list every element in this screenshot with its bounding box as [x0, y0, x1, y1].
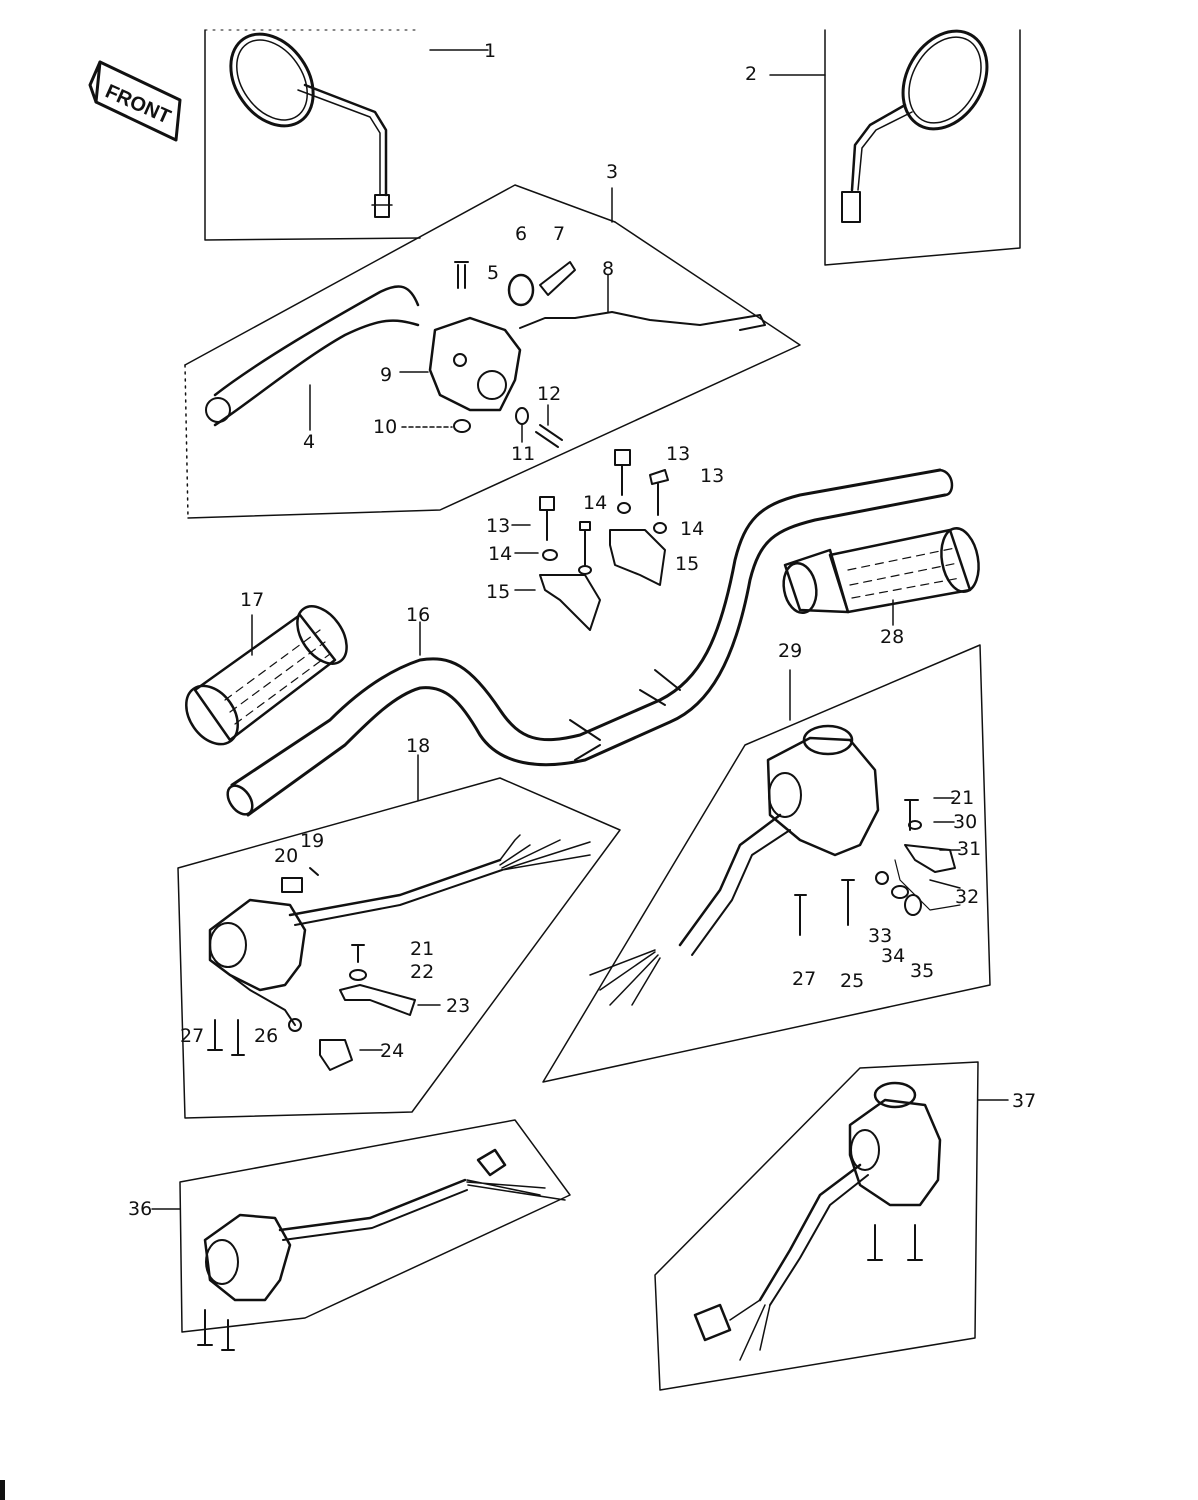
callout-30: 30 — [953, 811, 978, 833]
callout-37: 37 — [1012, 1090, 1037, 1112]
callout-13b: 13 — [700, 465, 725, 487]
callout-14b: 14 — [680, 518, 705, 540]
callout-36: 36 — [128, 1198, 153, 1220]
right-switch-assembly-37 — [654, 1061, 1009, 1391]
callout-32: 32 — [955, 886, 980, 908]
left-switch-assembly-36 — [151, 1119, 571, 1351]
callout-13c: 13 — [486, 515, 511, 537]
callout-29: 29 — [778, 640, 803, 662]
callout-3: 3 — [606, 161, 619, 183]
callout-16: 16 — [406, 604, 431, 626]
handlebar-holder-parts — [511, 449, 669, 631]
callout-35: 35 — [910, 960, 935, 982]
callout-28: 28 — [880, 626, 905, 648]
callout-24: 24 — [380, 1040, 405, 1062]
callout-6: 6 — [515, 223, 528, 245]
callout-21a: 21 — [410, 938, 435, 960]
left-switch-group — [177, 754, 621, 1119]
clutch-lever-group — [184, 184, 801, 519]
callout-14a: 14 — [583, 492, 608, 514]
callout-4: 4 — [303, 431, 316, 453]
callout-31: 31 — [957, 838, 982, 860]
callout-18: 18 — [406, 735, 431, 757]
front-direction-sign: FRONT — [88, 60, 182, 142]
left-grip — [185, 605, 348, 746]
callout-5: 5 — [487, 262, 500, 284]
callout-8: 8 — [602, 258, 615, 280]
callout-15a: 15 — [675, 553, 700, 575]
callout-2: 2 — [745, 63, 758, 85]
callout-1: 1 — [484, 40, 497, 62]
callout-22: 22 — [410, 961, 435, 983]
callout-25: 25 — [840, 970, 865, 992]
callout-20: 20 — [274, 845, 299, 867]
callout-23: 23 — [446, 995, 471, 1017]
callout-26: 26 — [254, 1025, 279, 1047]
callout-15b: 15 — [486, 581, 511, 603]
callout-27a: 27 — [180, 1025, 205, 1047]
callout-11: 11 — [511, 443, 536, 465]
callout-33: 33 — [868, 925, 893, 947]
handlebar — [226, 468, 954, 817]
callout-14c: 14 — [488, 543, 513, 565]
right-grip — [782, 527, 980, 626]
callout-13a: 13 — [666, 443, 691, 465]
callout-12: 12 — [537, 383, 562, 405]
callout-34: 34 — [881, 945, 906, 967]
callout-19: 19 — [300, 830, 325, 852]
callout-17: 17 — [240, 589, 265, 611]
callout-9: 9 — [380, 364, 393, 386]
page-edge-mark — [0, 1480, 5, 1500]
mirror-left-group — [204, 29, 489, 241]
callout-7: 7 — [553, 223, 566, 245]
right-switch-group — [542, 644, 991, 1083]
mirror-right-group — [769, 29, 1021, 266]
callout-27b: 27 — [792, 968, 817, 990]
callout-21b: 21 — [950, 787, 975, 809]
callout-10: 10 — [373, 416, 398, 438]
